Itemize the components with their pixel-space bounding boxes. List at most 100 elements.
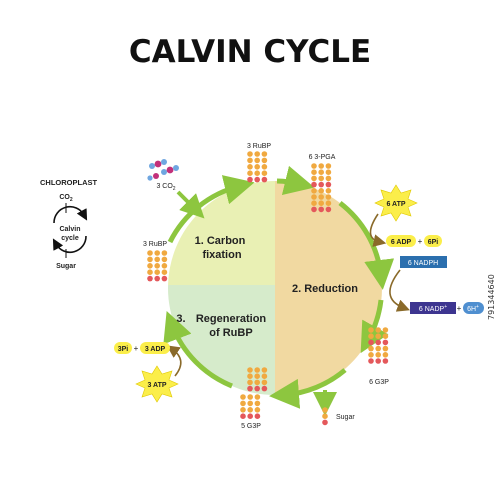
h-out-label: 6H+ <box>467 304 479 313</box>
molecule-dot <box>311 206 317 213</box>
molecule-dot <box>247 413 253 420</box>
molecule-dot <box>325 163 332 169</box>
molecule-dot <box>154 269 160 276</box>
molecule-dot <box>311 200 317 206</box>
molecule-dot <box>382 358 389 364</box>
atp-regen-arrow <box>166 345 182 377</box>
nadp-out-box <box>410 302 456 314</box>
molecule-dot <box>261 385 268 392</box>
chloroplast-inset: CHLOROPLAST CO2 Calvin cycle Sugar <box>40 178 98 270</box>
molecule-dot <box>261 157 268 164</box>
molecule-dot <box>161 275 168 282</box>
pi-out-label: 6Pi <box>428 239 439 246</box>
molecule-dot <box>247 400 253 407</box>
regeneration-molecules <box>247 367 268 392</box>
molecule-dot <box>325 206 332 213</box>
molecule-dot <box>147 269 153 276</box>
molecule-dot <box>318 181 325 188</box>
nadp-out-label: 6 NADP+ <box>419 304 447 313</box>
molecule-dot <box>247 373 253 380</box>
molecule-dot <box>261 170 268 176</box>
molecule-dot <box>147 275 153 282</box>
stage-carbon-fixation-line1: 1. Carbon <box>195 235 246 247</box>
molecule-dot <box>375 345 382 352</box>
sugar-molecule <box>322 407 328 426</box>
molecule-dot <box>161 263 168 269</box>
molecule-dot <box>318 169 325 175</box>
molecule-dot <box>311 169 317 175</box>
arrow-pga-to-reduction <box>338 201 395 290</box>
molecule-dot <box>247 157 253 164</box>
inset-co2-label: CO2 <box>59 194 73 203</box>
co2-label: 3 CO2 <box>156 183 175 192</box>
molecule-dot <box>154 250 160 256</box>
molecule-dot <box>147 250 153 256</box>
molecule-dot <box>382 352 389 358</box>
molecule-dot <box>311 163 317 169</box>
molecule-dot <box>325 169 332 175</box>
atp-regen-label: 3 ATP <box>147 382 166 389</box>
molecule-dot <box>161 256 168 263</box>
molecule-dot <box>161 269 168 276</box>
atp-to-adp-arrow <box>369 213 387 247</box>
molecule-dot <box>318 206 325 213</box>
stage-carbon-fixation-line2: fixation <box>202 249 241 261</box>
atp-in-label: 6 ATP <box>386 201 405 208</box>
molecule-dot <box>375 352 382 358</box>
molecule-dot <box>247 176 253 183</box>
nadp-plus: + <box>457 304 462 313</box>
rubp-top-label: 3 RuBP <box>247 143 271 150</box>
adp-plus: + <box>418 237 423 246</box>
nadph-in-label: 6 NADPH <box>408 260 438 267</box>
molecule-dot <box>154 275 160 282</box>
molecule-dot <box>382 345 389 352</box>
molecule-dot <box>311 181 317 188</box>
co2-input-arrow <box>176 190 205 219</box>
molecule-dot <box>154 256 160 263</box>
stage-regeneration-line1: Regeneration <box>196 313 267 325</box>
sugar-label: Sugar <box>336 414 355 421</box>
stock-id-sidebar: 791344640 <box>486 0 500 500</box>
atp-regen-starburst <box>135 365 179 403</box>
pi-regen-label: 3Pi <box>118 346 129 353</box>
molecule-dot <box>247 151 253 157</box>
inset-cycle-arrow-bottom <box>52 235 87 254</box>
molecule-dot <box>247 379 253 386</box>
molecule-dot <box>375 358 382 364</box>
molecule-dot <box>368 333 374 340</box>
molecule-dot <box>325 181 332 188</box>
molecule-dot <box>375 339 382 346</box>
rubp-top-stack <box>247 151 268 183</box>
molecule-dot <box>247 385 253 392</box>
molecule-dot <box>254 157 260 164</box>
molecule-dot <box>254 176 260 183</box>
molecule-dot <box>247 394 253 400</box>
molecule-dot <box>322 407 328 413</box>
molecule-dot <box>161 250 168 256</box>
molecule-dot <box>311 194 317 200</box>
molecule-dot <box>261 367 268 373</box>
molecule-dot <box>247 170 253 176</box>
molecule-dot <box>318 188 325 194</box>
molecule-dot <box>154 263 160 269</box>
molecule-dot <box>318 200 325 206</box>
molecule-dot <box>254 413 261 420</box>
pga-stack <box>311 163 332 213</box>
molecule-dot <box>254 151 260 157</box>
g3p-right-stack <box>368 327 389 364</box>
molecule-dot <box>382 339 389 346</box>
pi-out-pill <box>424 235 442 247</box>
molecule-dot <box>261 164 268 170</box>
molecule-dot <box>254 367 260 373</box>
pi-regen-pill <box>114 342 132 354</box>
adp-regen-label: 3 ADP <box>145 346 166 353</box>
molecule-dot <box>240 394 246 400</box>
molecule-dot <box>368 339 374 346</box>
inset-sugar-label: Sugar <box>56 263 76 270</box>
g3p-right-label: 6 G3P <box>369 379 389 386</box>
molecule-dot <box>325 200 332 206</box>
molecule-dot <box>311 175 317 182</box>
adp-out-label: 6 ADP <box>391 239 412 246</box>
nadph-in-box <box>400 256 447 268</box>
